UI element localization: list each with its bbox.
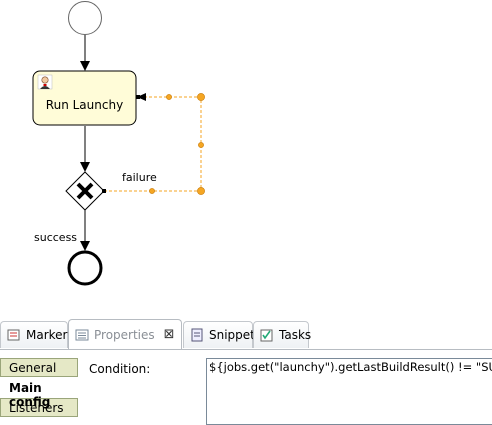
exclusive-gateway[interactable] [65, 171, 105, 211]
bendpoint-handle[interactable] [166, 94, 172, 100]
section-tab-listeners[interactable]: Listeners [0, 398, 78, 417]
condition-expression-field[interactable]: ${jobs.get("launchy").getLastBuildResult… [206, 358, 492, 425]
bendpoint-handle[interactable] [197, 93, 205, 101]
tab-properties[interactable]: Properties ⊠ [68, 319, 182, 349]
bpmn-diagram: Run Launchy failure success [32, 1, 205, 286]
end-event[interactable] [67, 250, 103, 286]
bendpoint-handle[interactable] [198, 142, 204, 148]
jenkins-butler-icon [37, 74, 53, 90]
snippets-icon [190, 328, 204, 342]
view-tab-bar: Markers Properties ⊠ Snippets Tasks [0, 318, 492, 350]
bendpoint-handle[interactable] [197, 187, 205, 195]
tab-label: Tasks [279, 328, 312, 342]
tab-label: Properties [94, 327, 155, 342]
properties-icon [75, 328, 89, 342]
tab-label: Snippets [209, 328, 262, 342]
bendpoint-handle[interactable] [149, 188, 155, 194]
failure-label: failure [122, 171, 157, 184]
properties-view: General Main config Listeners Condition:… [0, 350, 492, 425]
task-label: Run Launchy [46, 98, 123, 112]
section-tab-general[interactable]: General [0, 358, 78, 377]
markers-icon [7, 328, 21, 342]
tab-markers[interactable]: Markers [0, 321, 74, 348]
tab-label: Markers [26, 328, 74, 342]
process-diagram-canvas[interactable]: Run Launchy failure success [0, 0, 492, 318]
start-event[interactable] [68, 1, 102, 35]
close-icon[interactable]: ⊠ [163, 327, 175, 342]
success-label: success [34, 231, 77, 244]
x-mark-icon [76, 182, 94, 200]
section-tab-main-config[interactable]: Main config [0, 378, 78, 409]
tab-tasks[interactable]: Tasks [253, 321, 312, 348]
tab-snippets[interactable]: Snippets [183, 321, 261, 348]
bottom-views-panel: Markers Properties ⊠ Snippets Tasks Gene… [0, 318, 492, 425]
tasks-icon [260, 328, 274, 342]
condition-label: Condition: [89, 362, 151, 376]
task-run-launchy[interactable]: Run Launchy [32, 70, 137, 126]
properties-section-tabs: General Main config Listeners [0, 358, 78, 418]
sequence-flow-failure[interactable] [102, 93, 205, 195]
